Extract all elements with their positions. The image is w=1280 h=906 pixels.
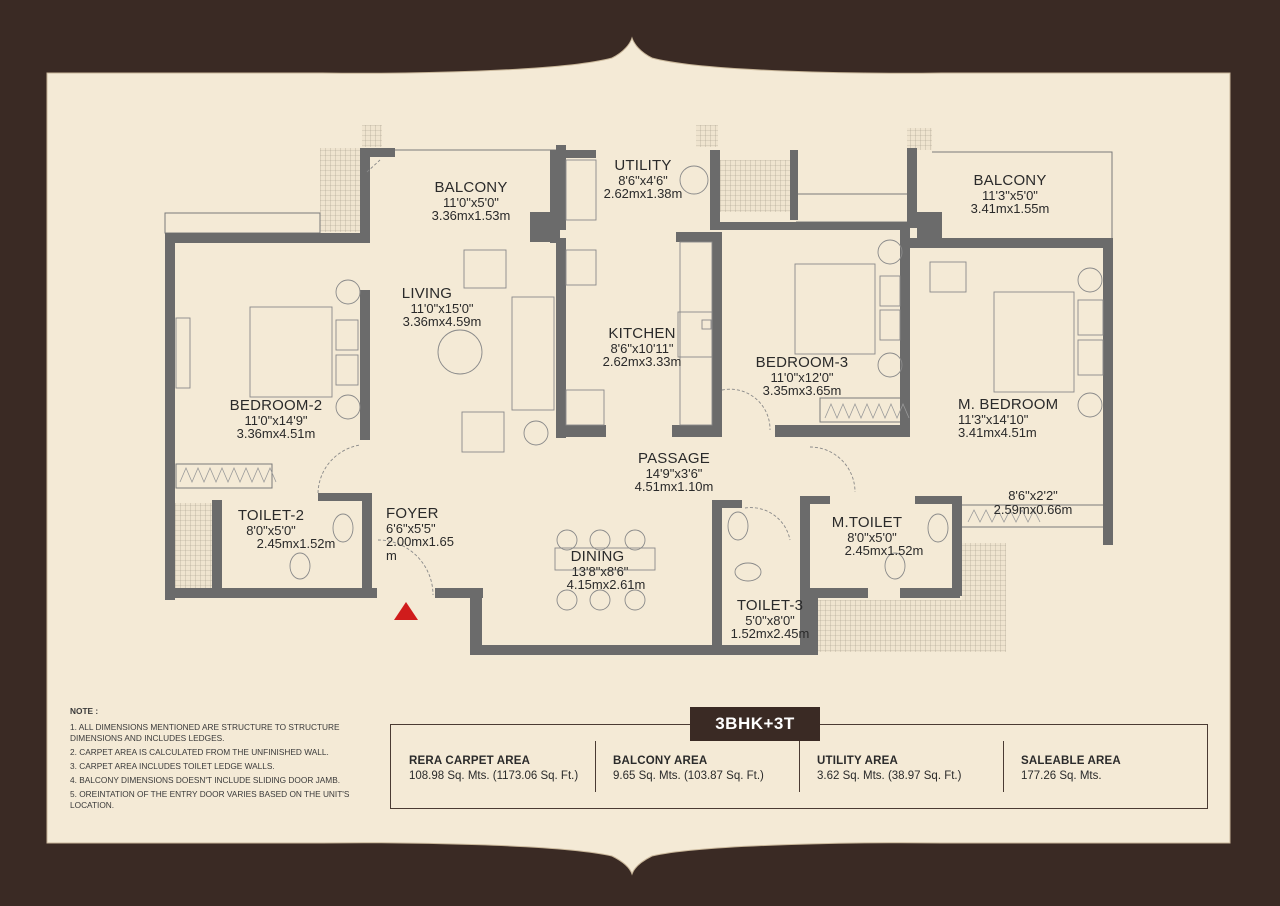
room-label-passage: PASSAGE 14'9"x3'6" 4.51mx1.10m (614, 451, 734, 494)
area-label: UTILITY AREA (817, 755, 898, 767)
room-dim-ft: 11'0"x12'0" (770, 369, 834, 385)
room-dim-m: 2.59mx0.66m (993, 501, 1073, 517)
room-dim-ft: 11'3"x14'10" (958, 411, 1029, 427)
room-dim-ft: 8'0"x5'0" (847, 529, 897, 545)
room-dim-m: 1.52mx2.45m (730, 626, 810, 642)
room-label-balcony-2: BALCONY 11'3"x5'0" 3.41mx1.55m (950, 173, 1070, 216)
room-name: LIVING (401, 285, 453, 302)
room-label-toilet-3: TOILET-3 5'0"x8'0" 1.52mx2.45m (720, 598, 820, 641)
room-dim-m: 2.62mx3.33m (602, 354, 682, 370)
room-dim-ft: 13'8"x8'6" (571, 563, 629, 579)
room-label-toilet-2: TOILET-2 8'0"x5'0" 2.45mx1.52m (226, 508, 336, 551)
room-dim-ft: 8'6"x4'6" (618, 172, 668, 188)
area-cell-balcony: BALCONY AREA 9.65 Sq. Mts. (103.87 Sq. F… (595, 725, 799, 808)
area-cell-utility: UTILITY AREA 3.62 Sq. Mts. (38.97 Sq. Ft… (799, 725, 1003, 808)
area-cell-rera-carpet: RERA CARPET AREA 108.98 Sq. Mts. (1173.0… (391, 725, 595, 808)
room-label-utility: UTILITY 8'6"x4'6" 2.62mx1.38m (583, 158, 703, 201)
room-label-bedroom-2: BEDROOM-2 11'0"x14'9" 3.36mx4.51m (216, 398, 336, 441)
room-dim-ft: 11'0"x15'0" (410, 300, 474, 316)
room-dim-m: 2.62mx1.38m (603, 186, 683, 202)
room-dim-m: 2.00mx1.65 (386, 534, 454, 550)
room-name: KITCHEN (608, 325, 676, 342)
room-dim-m-wrap: m (386, 548, 397, 564)
area-label: RERA CARPET AREA (409, 755, 531, 767)
area-label: BALCONY AREA (613, 755, 708, 767)
wardrobe-hatching (179, 402, 1041, 523)
room-dim-ft: 6'6"x5'5" (386, 520, 436, 536)
room-name: BALCONY (434, 179, 508, 196)
note-item: 2. CARPET AREA IS CALCULATED FROM THE UN… (70, 747, 329, 757)
notes-title: NOTE : (70, 706, 99, 716)
room-name: DINING (570, 548, 625, 565)
room-dim-ft: 8'0"x5'0" (246, 522, 296, 538)
note-item: 4. BALCONY DIMENSIONS DOESN'T INCLUDE SL… (70, 775, 341, 785)
room-label-mb-balcony: 8'6"x2'2" 2.59mx0.66m (978, 489, 1088, 516)
area-cell-saleable: SALEABLE AREA 177.26 Sq. Mts. (1003, 725, 1207, 808)
room-dim-m: 3.35mx3.65m (762, 383, 842, 399)
room-dim-m: 3.36mx1.53m (431, 208, 511, 224)
room-dim-ft: 8'6"x2'2" (1008, 488, 1058, 503)
room-name: M.TOILET (831, 514, 903, 531)
note-item: 3. CARPET AREA INCLUDES TOILET LEDGE WAL… (70, 761, 275, 771)
room-label-balcony-1: BALCONY 11'0"x5'0" 3.36mx1.53m (411, 180, 531, 223)
room-name: BEDROOM-2 (229, 397, 323, 414)
room-name: M. BEDROOM (958, 396, 1059, 413)
room-dim-m: 2.45mx1.52m (844, 543, 924, 559)
room-dim-m: 3.36mx4.51m (236, 426, 316, 442)
room-dim-m: 3.41mx1.55m (970, 201, 1050, 217)
room-dim-ft: 8'6"x10'11" (610, 340, 674, 356)
walls (165, 145, 1113, 655)
area-value: 177.26 Sq. Mts. (1021, 770, 1102, 782)
room-label-bedroom-3: BEDROOM-3 11'0"x12'0" 3.35mx3.65m (742, 355, 862, 398)
notes-list: 1. ALL DIMENSIONS MENTIONED ARE STRUCTUR… (70, 722, 360, 811)
room-dim-m: 4.51mx1.10m (634, 479, 714, 495)
furniture (175, 159, 1104, 611)
unit-type-badge: 3BHK+3T (690, 707, 820, 741)
room-name: TOILET-3 (736, 597, 804, 614)
room-label-kitchen: KITCHEN 8'6"x10'11" 2.62mx3.33m (582, 326, 702, 369)
area-value: 9.65 Sq. Mts. (103.87 Sq. Ft.) (613, 770, 764, 782)
room-name: FOYER (386, 505, 439, 522)
room-label-m-toilet: M.TOILET 8'0"x5'0" 2.45mx1.52m (816, 515, 936, 558)
room-dim-m: 3.41mx4.51m (958, 425, 1037, 441)
entry-marker-icon (394, 602, 418, 620)
room-label-foyer: FOYER 6'6"x5'5" 2.00mx1.65 m (380, 506, 470, 563)
area-value: 3.62 Sq. Mts. (38.97 Sq. Ft.) (817, 770, 962, 782)
room-name: UTILITY (614, 157, 672, 174)
room-dim-m: 3.36mx4.59m (402, 314, 482, 330)
tiled-areas (168, 125, 1006, 652)
note-item: 5. OREINTATION OF THE ENTRY DOOR VARIES … (70, 789, 350, 810)
room-label-m-bedroom: M. BEDROOM 11'3"x14'10" 3.41mx4.51m (958, 397, 1098, 440)
room-dim-ft: 11'0"x5'0" (443, 194, 499, 210)
room-label-dining: DINING 13'8"x8'6" 4.15mx2.61m (545, 549, 655, 592)
room-name: BALCONY (973, 172, 1047, 189)
door-swings (317, 159, 856, 596)
area-label: SALEABLE AREA (1021, 755, 1121, 767)
area-value: 108.98 Sq. Mts. (1173.06 Sq. Ft.) (409, 770, 579, 782)
room-name: PASSAGE (638, 450, 710, 467)
room-dim-ft: 11'0"x14'9" (244, 412, 308, 428)
room-dim-m: 4.15mx2.61m (566, 577, 646, 593)
room-name: TOILET-2 (237, 507, 305, 524)
room-dim-ft: 14'9"x3'6" (645, 465, 703, 481)
room-dim-ft: 11'3"x5'0" (982, 187, 1038, 203)
notes-panel: NOTE : 1. ALL DIMENSIONS MENTIONED ARE S… (70, 706, 360, 814)
room-label-living: LIVING 11'0"x15'0" 3.36mx4.59m (382, 286, 502, 329)
room-name: BEDROOM-3 (755, 354, 849, 371)
room-dim-m: 2.45mx1.52m (256, 536, 336, 552)
note-item: 1. ALL DIMENSIONS MENTIONED ARE STRUCTUR… (70, 722, 340, 743)
room-dim-ft: 5'0"x8'0" (745, 612, 795, 628)
